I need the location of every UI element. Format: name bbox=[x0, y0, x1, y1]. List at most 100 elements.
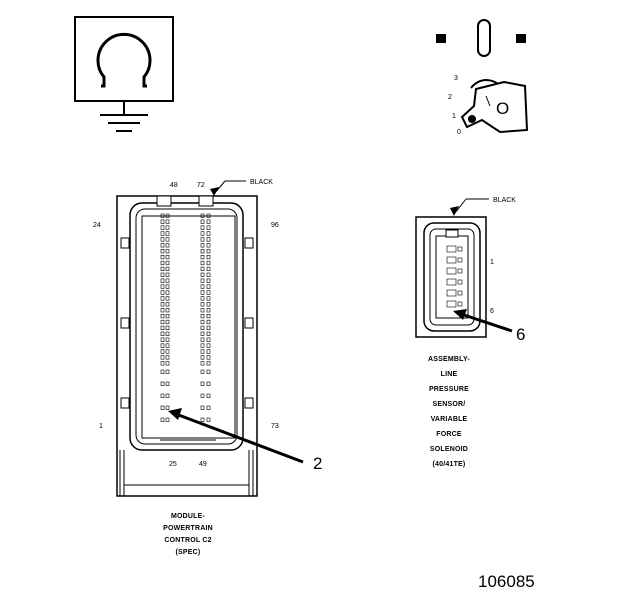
pin-cavity bbox=[165, 260, 170, 266]
pcm-caption-line-2: POWERTRAIN bbox=[163, 525, 213, 532]
ignition-key-label: O bbox=[496, 99, 509, 118]
sensor-pin-cavities bbox=[446, 245, 463, 308]
sensor-caption-line-3: PRESSURE bbox=[429, 386, 469, 393]
sensor-pin-cavity bbox=[446, 289, 457, 297]
sensor-color-arrow bbox=[450, 198, 489, 216]
pcm-caption-line-3: CONTROL C2 bbox=[164, 537, 211, 544]
pin-cavity bbox=[165, 381, 170, 386]
pcm-caption-line-1: MODULE- bbox=[171, 513, 206, 520]
pcm-pin-cavities bbox=[160, 213, 211, 422]
pin-cavity bbox=[160, 313, 165, 319]
pin-cavity bbox=[200, 272, 205, 277]
pin-cavity bbox=[206, 331, 211, 336]
pin-cavity bbox=[200, 381, 205, 386]
pcm-pin-72: 72 bbox=[197, 182, 205, 189]
pcm-pin-73: 73 bbox=[271, 423, 279, 430]
pin-cavity bbox=[200, 278, 205, 283]
pin-cavity bbox=[160, 272, 165, 277]
pin-cavity bbox=[160, 343, 165, 348]
pin-cavity bbox=[160, 290, 165, 295]
pin-cavity bbox=[200, 325, 205, 331]
pin-cavity bbox=[160, 405, 165, 410]
ignition-position-3: 3 bbox=[454, 75, 458, 82]
pin-cavity bbox=[206, 361, 211, 366]
pin-cavity bbox=[200, 266, 205, 272]
sensor-pin-cavity bbox=[446, 245, 457, 253]
pin-cavity bbox=[206, 393, 211, 398]
pin-cavity bbox=[200, 225, 205, 230]
sensor-caption-line-1: ASSEMBLY- bbox=[428, 356, 470, 363]
sensor-pin-latch bbox=[457, 301, 463, 307]
pin-cavity bbox=[160, 278, 165, 283]
pin-cavity bbox=[165, 272, 170, 277]
pin-cavity bbox=[206, 290, 211, 295]
pcm-color-arrow bbox=[210, 180, 246, 196]
sensor-pin-cavity bbox=[446, 267, 457, 275]
pin-cavity bbox=[165, 337, 170, 342]
pin-cavity bbox=[160, 393, 165, 398]
pin-cavity bbox=[200, 355, 205, 360]
pin-cavity bbox=[206, 296, 211, 301]
pin-cavity bbox=[200, 417, 205, 422]
ignition-position-1: 1 bbox=[452, 113, 456, 120]
pin-cavity bbox=[200, 296, 205, 301]
sensor-caption-line-6: FORCE bbox=[436, 431, 462, 438]
pin-cavity bbox=[165, 417, 170, 422]
pin-cavity bbox=[160, 219, 165, 224]
pin-cavity bbox=[160, 255, 165, 260]
pin-cavity bbox=[206, 225, 211, 230]
pin-cavity bbox=[165, 266, 170, 272]
pin-cavity bbox=[206, 272, 211, 277]
pin-cavity bbox=[200, 260, 205, 266]
sensor-pin-latch bbox=[457, 268, 463, 274]
pin-cavity bbox=[200, 319, 205, 325]
sensor-pin-cavity bbox=[446, 300, 457, 308]
pin-cavity bbox=[206, 213, 211, 218]
ohm-ground-icon bbox=[74, 16, 174, 132]
pcm-pin-1: 1 bbox=[99, 423, 103, 430]
sensor-pin-6: 6 bbox=[490, 308, 494, 315]
sensor-caption-line-5: VARIABLE bbox=[431, 416, 468, 423]
pin-cavity bbox=[160, 381, 165, 386]
pcm-connector-c2 bbox=[116, 195, 258, 497]
pin-cavity bbox=[200, 302, 205, 307]
pin-cavity bbox=[206, 255, 211, 260]
sensor-callout-leader bbox=[453, 309, 513, 333]
sensor-callout-number: 6 bbox=[516, 325, 525, 344]
sensor-pin-cavity bbox=[446, 256, 457, 264]
sensor-caption-line-7: SOLENOID bbox=[430, 446, 468, 453]
ignition-key-icon bbox=[436, 19, 529, 134]
pin-cavity bbox=[165, 308, 170, 313]
pin-cavity bbox=[160, 417, 165, 422]
pin-cavity bbox=[200, 393, 205, 398]
pin-cavity bbox=[206, 369, 211, 374]
pin-cavity bbox=[200, 213, 205, 218]
pin-cavity bbox=[165, 219, 170, 224]
pin-cavity bbox=[200, 343, 205, 348]
pin-cavity bbox=[165, 393, 170, 398]
pin-cavity bbox=[160, 319, 165, 325]
pin-cavity bbox=[165, 296, 170, 301]
pin-cavity bbox=[206, 219, 211, 224]
pin-cavity bbox=[160, 331, 165, 336]
figure-id: 106085 bbox=[478, 572, 535, 591]
pin-cavity bbox=[206, 237, 211, 242]
pin-cavity bbox=[206, 249, 211, 254]
pin-cavity bbox=[165, 405, 170, 410]
pin-cavity bbox=[206, 417, 211, 422]
pin-cavity bbox=[160, 337, 165, 342]
pin-cavity bbox=[160, 225, 165, 230]
pin-cavity bbox=[165, 225, 170, 230]
pin-cavity bbox=[200, 405, 205, 410]
pin-cavity bbox=[206, 302, 211, 307]
pcm-pin-25: 25 bbox=[169, 461, 177, 468]
pin-cavity bbox=[200, 361, 205, 366]
pin-cavity bbox=[160, 266, 165, 272]
pin-cavity bbox=[200, 219, 205, 224]
pin-cavity bbox=[160, 349, 165, 354]
pin-cavity bbox=[165, 302, 170, 307]
pin-cavity bbox=[165, 349, 170, 354]
pin-cavity bbox=[160, 296, 165, 301]
pin-cavity bbox=[165, 278, 170, 283]
pin-cavity bbox=[200, 313, 205, 319]
